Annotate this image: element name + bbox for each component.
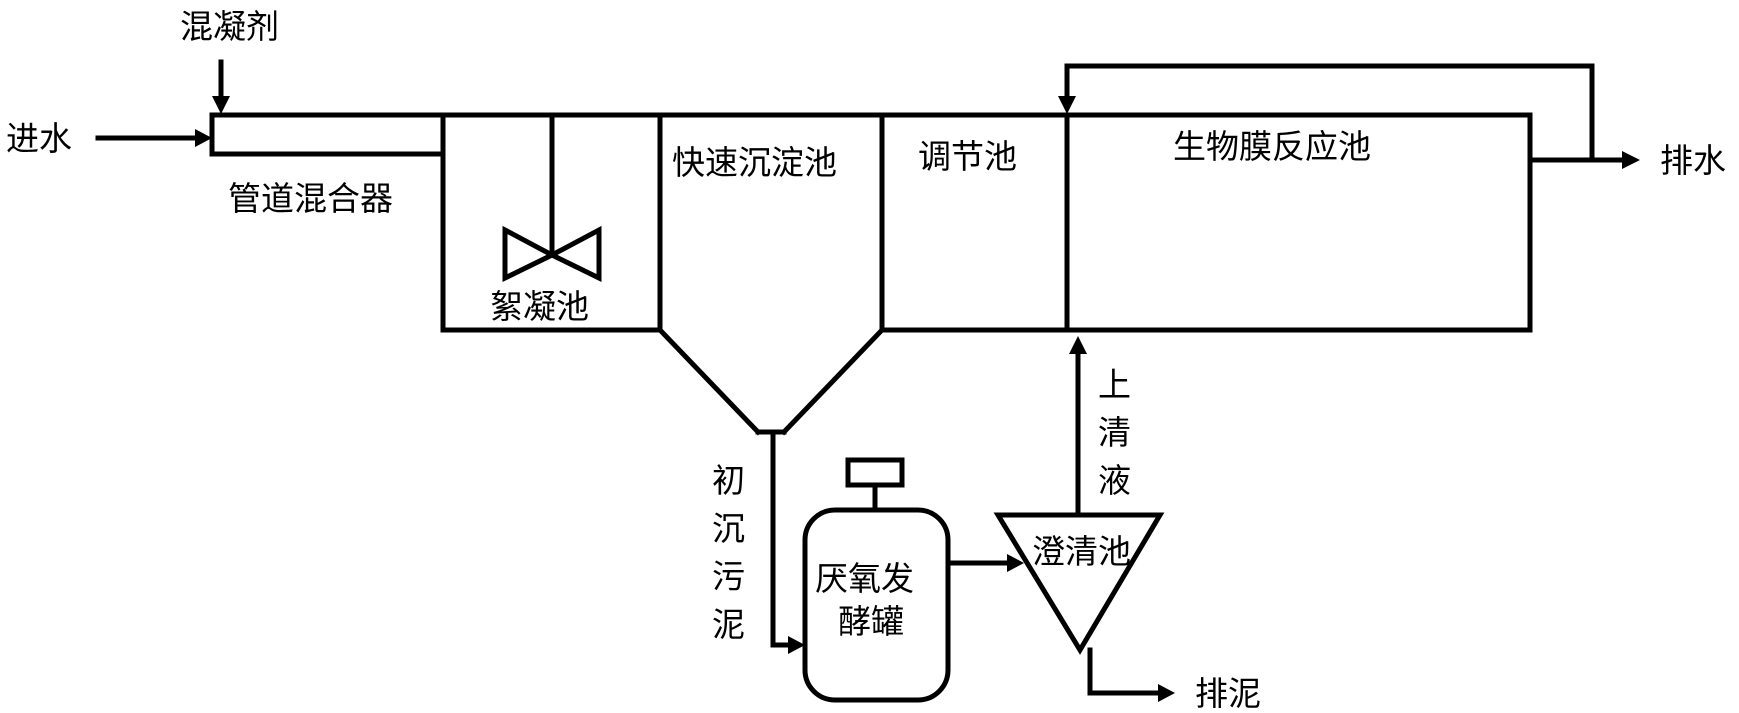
inflow-label: 进水 [6,119,72,158]
outflow-arrow [1527,151,1640,169]
biofilm-reactor-label: 生物膜反应池 [1173,127,1371,166]
primary-sludge-label: 初 沉 污 泥 [712,461,745,644]
svg-text:清: 清 [1098,413,1131,452]
rapid-settling-tank-label: 快速沉淀池 [672,143,837,182]
svg-text:液: 液 [1098,461,1131,500]
regulating-tank-label: 调节池 [918,137,1017,176]
anaerobic-tank-label-line2: 酵罐 [838,602,904,641]
svg-text:沉: 沉 [712,509,745,548]
svg-text:上: 上 [1098,365,1131,404]
recycle-loop-arrow [1058,63,1595,163]
coagulant-label: 混凝剂 [180,7,279,46]
pipe-mixer-label: 管道混合器 [228,179,393,218]
coagulant-dosing-arrow [212,59,230,114]
agitator-icon [502,112,602,283]
inflow-arrow [95,129,212,147]
clarifier-label: 澄清池 [1032,532,1131,571]
tank-train-outline [209,112,1533,436]
anaerobic-fermentation-tank [802,457,951,703]
supernatant-arrow [1069,336,1087,518]
primary-sludge-arrow [770,429,805,654]
sludge-discharge-label: 排泥 [1195,674,1261,713]
anaerobic-tank-label-line1: 厌氧发 [815,559,914,598]
svg-text:污: 污 [712,557,745,596]
outflow-label: 排水 [1660,141,1726,180]
svg-text:泥: 泥 [712,605,745,644]
flocculation-tank-label: 絮凝池 [490,287,589,326]
pipe-mixer [209,112,446,157]
digester-to-clarifier-arrow [945,554,1024,572]
sludge-discharge-arrow [1087,647,1175,702]
supernatant-label: 上 清 液 [1098,365,1131,500]
svg-text:初: 初 [712,461,745,500]
